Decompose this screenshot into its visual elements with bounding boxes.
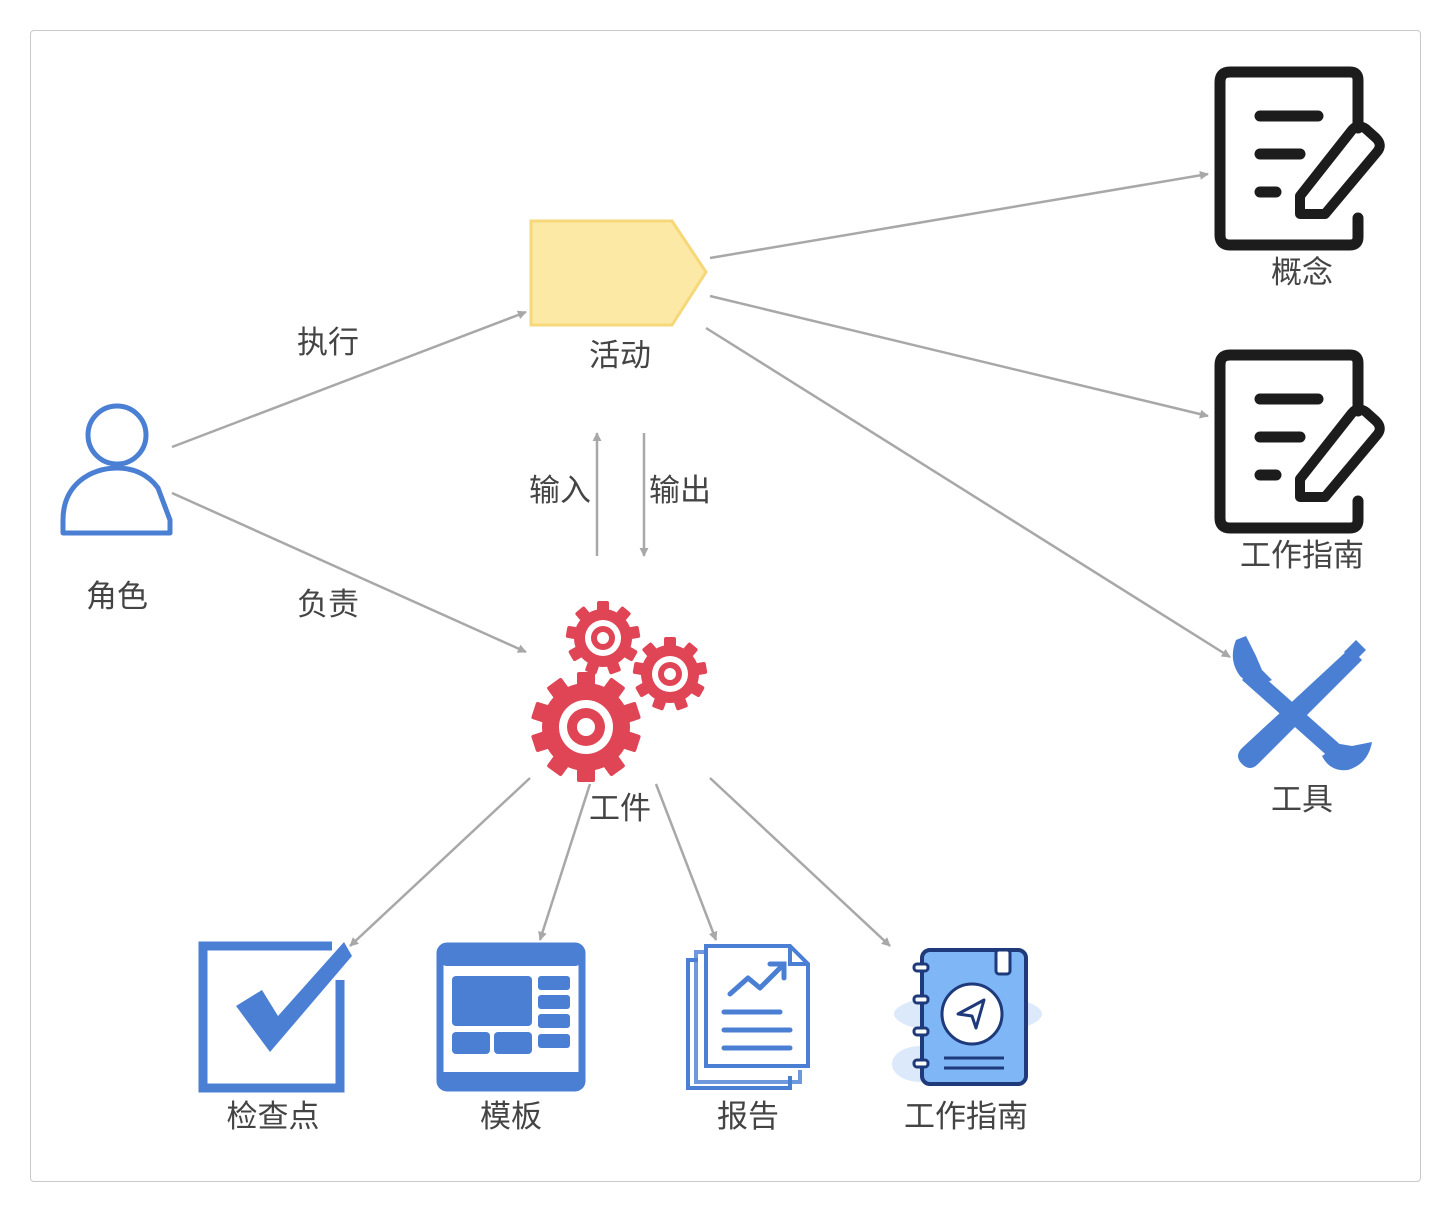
label-activity: 活动: [589, 338, 651, 374]
report-chart-icon: [686, 944, 810, 1090]
label-responsible: 负责: [297, 587, 359, 623]
activity-tag-shape: [529, 219, 708, 327]
arrow-artifact-to-checkpoint: [349, 777, 531, 947]
label-work-guide-right: 工作指南: [1240, 538, 1364, 574]
person-icon: [60, 403, 173, 536]
guide-notebook-icon: [892, 948, 1042, 1086]
label-role: 角色: [86, 579, 148, 615]
label-report: 报告: [717, 1099, 779, 1135]
arrow-activity-to-concept: [709, 170, 1209, 260]
label-execute: 执行: [297, 325, 359, 361]
arrow-role-to-activity: [171, 310, 527, 449]
label-concept: 概念: [1271, 255, 1333, 291]
template-layout-icon: [436, 942, 586, 1092]
label-checkpoint: 检查点: [226, 1099, 320, 1135]
arrow-artifact-to-guide: [709, 777, 891, 947]
arrow-role-to-artifact: [171, 491, 527, 654]
arrow-artifact-to-report: [654, 783, 718, 941]
checkbox-icon: [198, 941, 352, 1093]
diagram-frame: [30, 30, 1421, 1182]
gears-icon: [531, 601, 708, 782]
arrow-activity-to-guide: [709, 294, 1209, 419]
label-template: 模板: [480, 1099, 542, 1135]
label-output: 输出: [649, 473, 711, 509]
wrench-screwdriver-icon: [1232, 636, 1372, 771]
arrow-activity-to-tool: [705, 326, 1231, 659]
label-tool: 工具: [1271, 782, 1333, 818]
connectors: [171, 170, 1231, 947]
document-edit-icon: [1214, 66, 1385, 251]
label-work-guide-bottom: 工作指南: [904, 1099, 1028, 1135]
label-input: 输入: [529, 473, 591, 509]
arrow-artifact-to-template: [538, 783, 592, 941]
label-artifact: 工件: [589, 791, 651, 827]
document-edit-icon: [1214, 349, 1385, 534]
